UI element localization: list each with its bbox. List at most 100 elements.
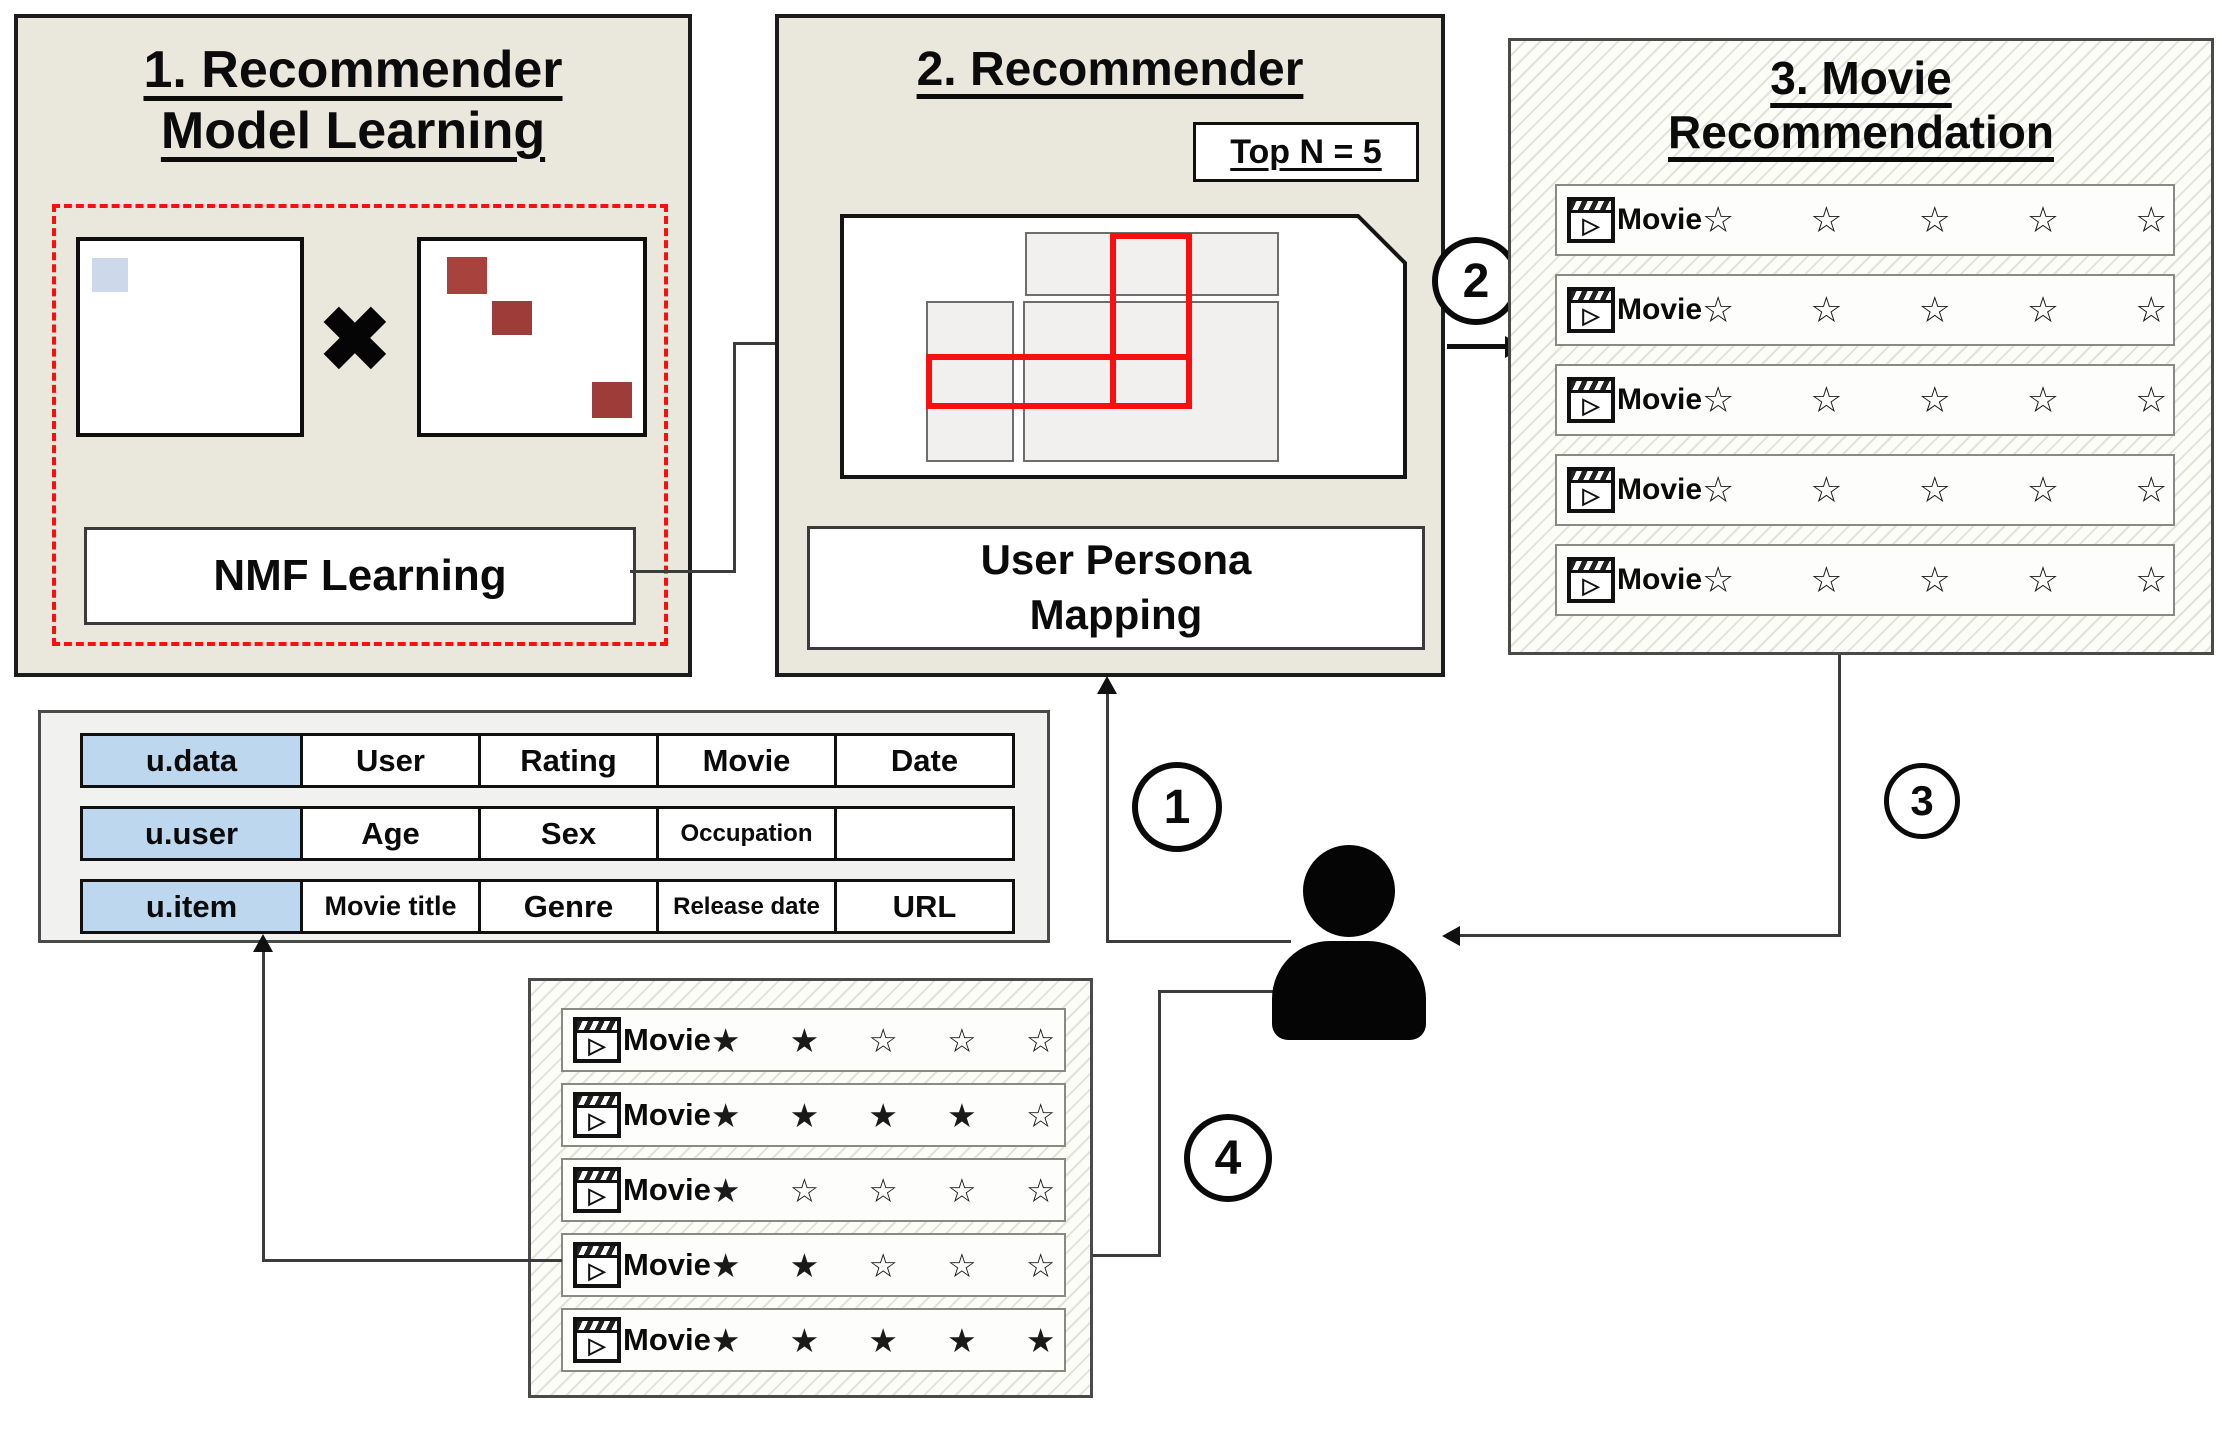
- title-line: Recommendation: [1668, 106, 2054, 159]
- connector-step4-v: [1158, 990, 1161, 1257]
- rated-movie-row: ▷ Movie ★ ☆ ☆ ☆ ☆: [561, 1158, 1066, 1222]
- star-rating: ☆ ☆ ☆ ☆ ☆: [1702, 199, 2194, 240]
- clapper-strip-icon: [577, 1021, 617, 1033]
- table-cell: Movie title: [303, 879, 481, 934]
- play-icon: ▷: [1582, 213, 1600, 238]
- user-person-icon: [1303, 845, 1395, 937]
- panel-recommender: 2. Recommender Top N = 5 User Persona Ma…: [775, 14, 1445, 677]
- play-icon: ▷: [588, 1258, 606, 1283]
- clapper-strip-icon: [1571, 561, 1611, 573]
- table-row: u.data User Rating Movie Date: [80, 733, 1015, 788]
- star-rating: ★ ★ ★ ★ ☆: [710, 1096, 1071, 1134]
- panel-model-learning-title: 1. Recommender Model Learning: [18, 40, 688, 163]
- step-1-badge: 1: [1132, 762, 1222, 852]
- star-rating: ★ ☆ ☆ ☆ ☆: [710, 1171, 1071, 1209]
- title-line: Model Learning: [160, 102, 546, 161]
- movie-label: Movie: [623, 1172, 711, 1207]
- user-person-body-icon: [1272, 941, 1426, 1040]
- table-row: u.user Age Sex Occupation: [80, 806, 1015, 861]
- movie-label: Movie: [1617, 383, 1703, 416]
- connector-step3-h: [1458, 934, 1841, 937]
- panel-recommender-title: 2. Recommender: [779, 42, 1441, 99]
- movie-clapper-icon: ▷: [1567, 287, 1615, 333]
- title-line: 1. Recommender: [143, 41, 563, 99]
- play-icon: ▷: [588, 1183, 606, 1208]
- movie-clapper-icon: ▷: [1567, 377, 1615, 423]
- multiply-icon: ✖: [318, 290, 392, 389]
- connector-nmf-in-h: [733, 342, 778, 345]
- rated-movie-row: ▷ Movie ★ ★ ☆ ☆ ☆: [561, 1008, 1066, 1072]
- persona-red-highlight-horizontal: [926, 354, 1192, 409]
- nmf-learning-label: NMF Learning: [213, 551, 507, 600]
- connector-step1-h: [1106, 940, 1291, 943]
- connector-feedback-v: [262, 950, 265, 1262]
- table-cell: URL: [837, 879, 1015, 934]
- movie-clapper-icon: ▷: [573, 1167, 621, 1213]
- movie-label: Movie: [623, 1022, 711, 1057]
- movie-label: Movie: [1617, 563, 1703, 596]
- rated-movie-row: ▷ Movie ★ ★ ☆ ☆ ☆: [561, 1233, 1066, 1297]
- persona-gray-block-center: [1023, 301, 1279, 462]
- top-n-box: Top N = 5: [1193, 122, 1419, 182]
- step-3-number: 3: [1910, 777, 1934, 824]
- persona-map-card: [840, 214, 1407, 479]
- rated-movie-row: ▷ Movie ★ ★ ★ ★ ★: [561, 1308, 1066, 1372]
- user-persona-mapping-label: User Persona Mapping: [981, 533, 1252, 642]
- clapper-strip-icon: [1571, 291, 1611, 303]
- mapping-line: Mapping: [1029, 591, 1203, 638]
- table-cell: Rating: [481, 733, 659, 788]
- movie-label: Movie: [623, 1097, 711, 1132]
- play-icon: ▷: [588, 1108, 606, 1133]
- movie-label: Movie: [1617, 203, 1703, 236]
- play-icon: ▷: [588, 1033, 606, 1058]
- movie-label: Movie: [1617, 293, 1703, 326]
- movie-clapper-icon: ▷: [1567, 557, 1615, 603]
- star-rating: ☆ ☆ ☆ ☆ ☆: [1702, 469, 2194, 510]
- connector-step3-v: [1838, 655, 1841, 937]
- movie-clapper-icon: ▷: [573, 1092, 621, 1138]
- connector-step2-line: [1447, 344, 1509, 349]
- table-cell: Genre: [481, 879, 659, 934]
- step1-arrowhead-icon: [1097, 676, 1117, 694]
- panel-model-learning: 1. Recommender Model Learning ✖ NMF Lear…: [14, 14, 692, 677]
- clapper-strip-icon: [577, 1096, 617, 1108]
- movie-label: Movie: [623, 1247, 711, 1282]
- connector-feedback-h: [262, 1259, 562, 1262]
- play-icon: ▷: [1582, 303, 1600, 328]
- clapper-strip-icon: [1571, 381, 1611, 393]
- factor-matrix-right: [417, 237, 647, 437]
- nmf-dashed-region: [52, 204, 668, 646]
- table-cell: Movie: [659, 733, 837, 788]
- matrix-cell-maroon: [492, 301, 532, 335]
- movie-clapper-icon: ▷: [573, 1017, 621, 1063]
- matrix-cell-maroon: [592, 382, 632, 418]
- connector-step4-h2: [1092, 1254, 1161, 1257]
- movie-clapper-icon: ▷: [573, 1317, 621, 1363]
- table-row: u.item Movie title Genre Release date UR…: [80, 879, 1015, 934]
- star-rating: ☆ ☆ ☆ ☆ ☆: [1702, 289, 2194, 330]
- recommended-movie-row: ▷ Movie ☆ ☆ ☆ ☆ ☆: [1555, 364, 2175, 436]
- play-icon: ▷: [1582, 573, 1600, 598]
- dataset-table: u.data User Rating Movie Date u.user Age…: [38, 710, 1050, 943]
- table-cell: Age: [303, 806, 481, 861]
- play-icon: ▷: [1582, 393, 1600, 418]
- movie-label: Movie: [1617, 473, 1703, 506]
- connector-step1-v: [1106, 692, 1109, 943]
- step-4-number: 4: [1214, 1131, 1242, 1185]
- step-2-badge: 2: [1432, 237, 1520, 325]
- step3-arrowhead-icon: [1442, 926, 1460, 946]
- table-key-cell: u.item: [80, 879, 303, 934]
- recommended-movie-row: ▷ Movie ☆ ☆ ☆ ☆ ☆: [1555, 544, 2175, 616]
- table-cell: Occupation: [659, 806, 837, 861]
- recommended-movie-row: ▷ Movie ☆ ☆ ☆ ☆ ☆: [1555, 274, 2175, 346]
- clapper-strip-icon: [577, 1246, 617, 1258]
- panel-movie-recommendation: 3. Movie Recommendation ▷ Movie ☆ ☆ ☆ ☆ …: [1508, 38, 2214, 655]
- step-4-badge: 4: [1184, 1114, 1272, 1202]
- panel-recommendation-title: 3. Movie Recommendation: [1511, 51, 2211, 160]
- matrix-cell-blue: [92, 258, 128, 292]
- table-cell: Sex: [481, 806, 659, 861]
- connector-nmf-out-h: [630, 570, 735, 573]
- recommended-movie-row: ▷ Movie ☆ ☆ ☆ ☆ ☆: [1555, 184, 2175, 256]
- star-rating: ★ ★ ★ ★ ★: [710, 1321, 1071, 1359]
- top-n-label: Top N = 5: [1230, 132, 1382, 171]
